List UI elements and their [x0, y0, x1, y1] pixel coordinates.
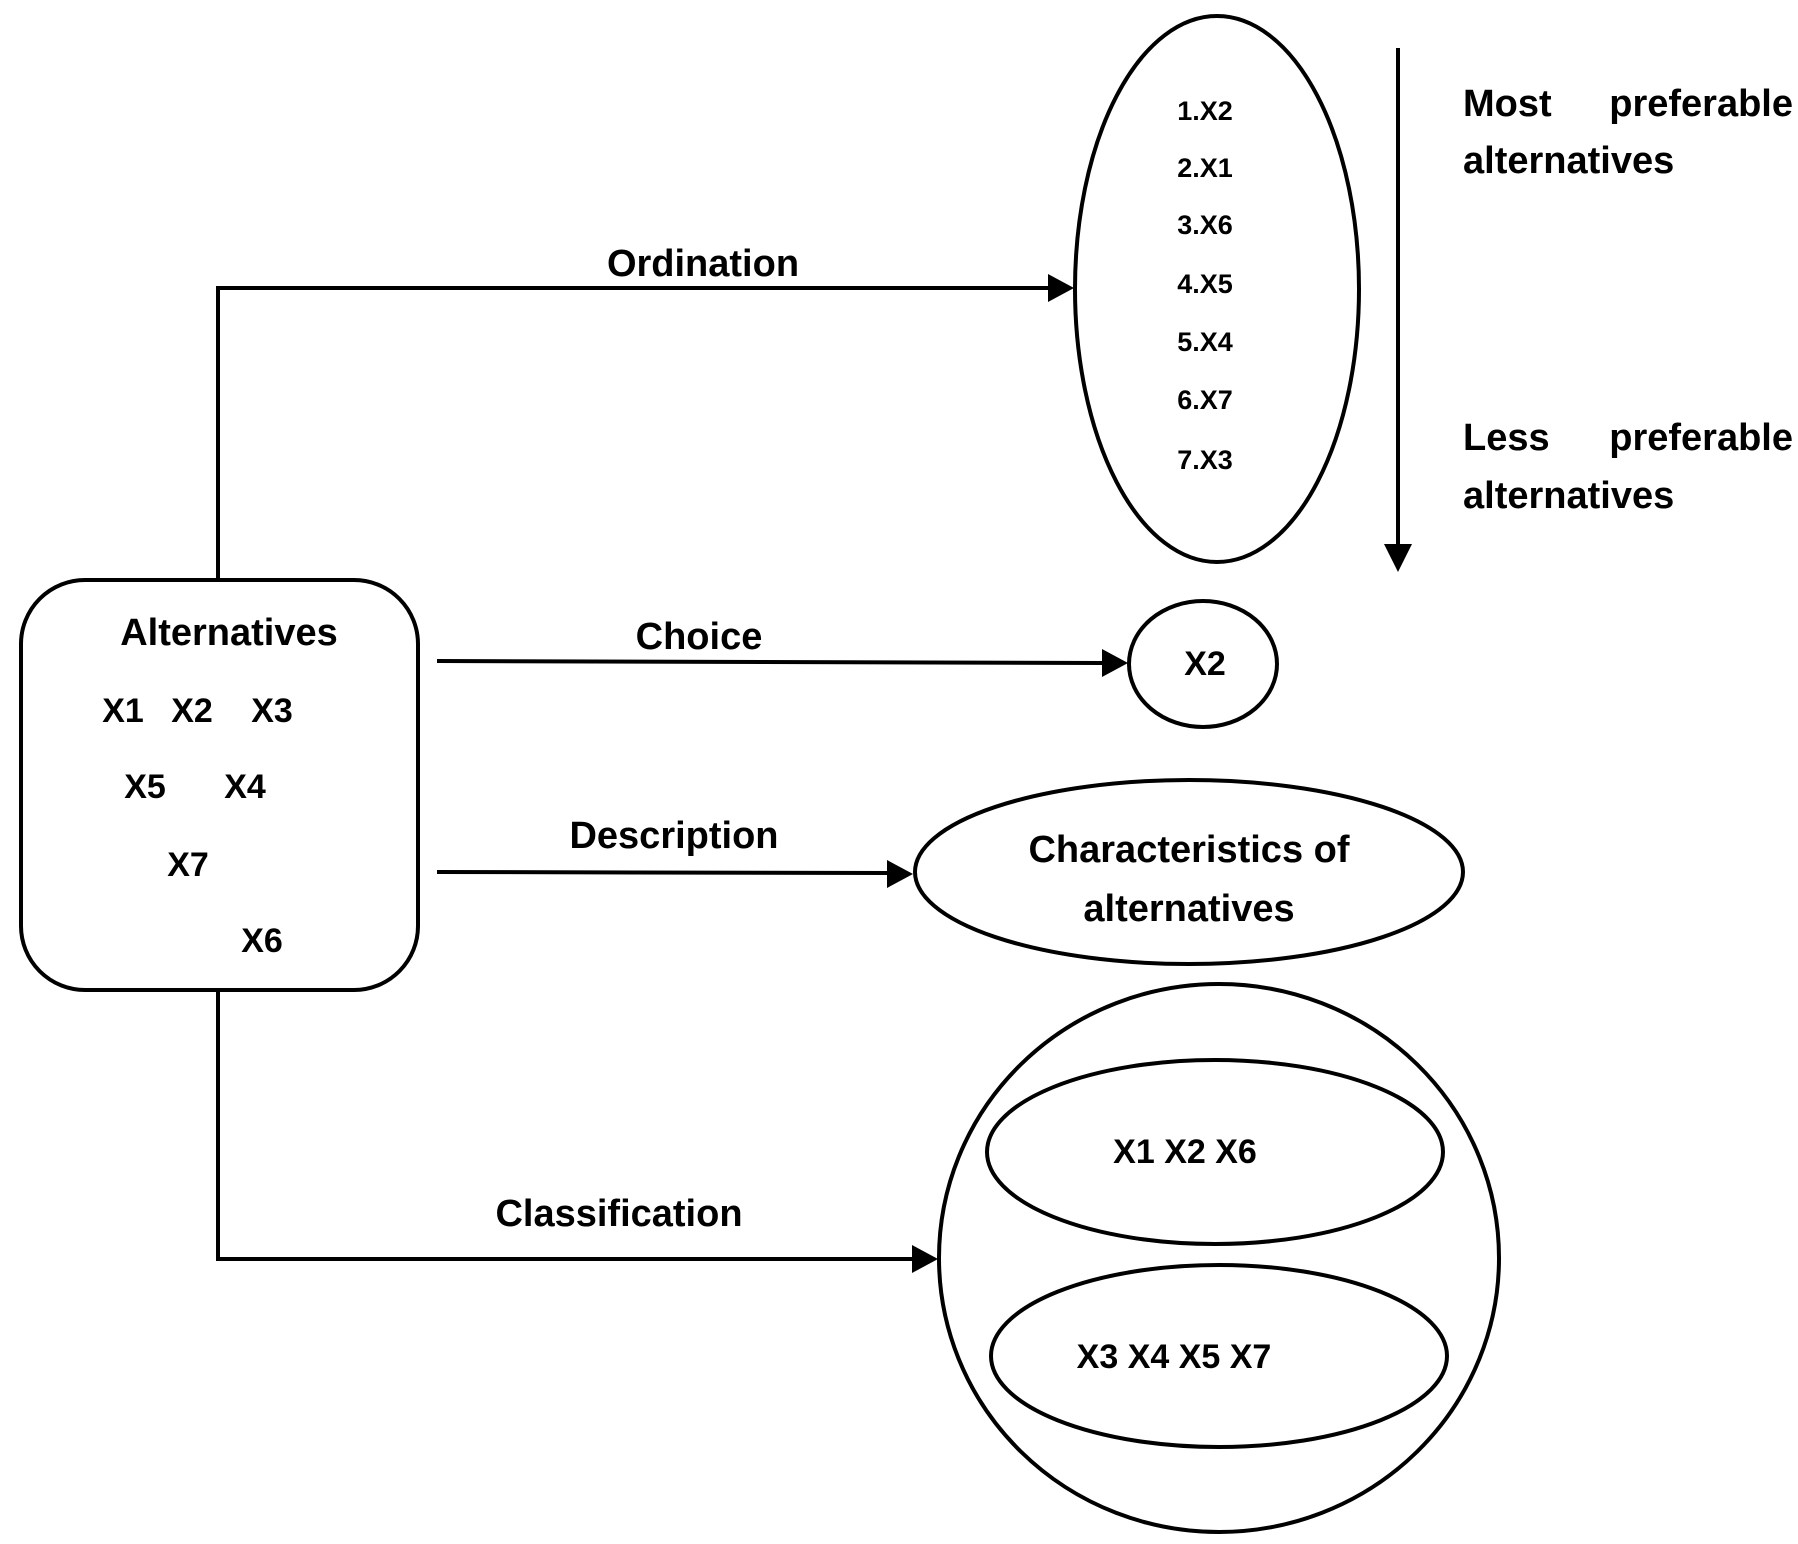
description-label: Description — [569, 815, 778, 857]
ranking-ellipse — [1073, 14, 1361, 564]
description-connector — [436, 870, 889, 875]
class-2-members: X3 X4 X5 X7 — [1077, 1338, 1272, 1376]
alternatives-title: Alternatives — [120, 612, 338, 654]
description-result-line1: Characteristics of — [1028, 829, 1349, 871]
classification-branch: Classification X1 X2 X6 X3 X4 X5 X7 — [216, 982, 1501, 1534]
class-2-ellipse — [989, 1263, 1449, 1449]
choice-branch: Choice X2 — [436, 599, 1279, 729]
alternative-item: X1 — [102, 692, 144, 730]
ranking-item: 3.X6 — [1177, 210, 1233, 240]
class-1-members: X1 X2 X6 — [1113, 1133, 1257, 1171]
alternative-item: X4 — [224, 768, 266, 806]
ordination-label: Ordination — [607, 243, 799, 285]
most-preferable-word1: Most — [1463, 83, 1552, 125]
alternative-item: X2 — [171, 692, 213, 730]
preference-order-arrowhead — [1384, 544, 1412, 572]
description-result-line2: alternatives — [1083, 888, 1294, 930]
ranking-item: 4.X5 — [1177, 269, 1233, 299]
less-preferable-word2: preferable — [1609, 417, 1793, 459]
most-preferable-word3: alternatives — [1463, 140, 1674, 182]
alternative-item: X7 — [167, 846, 209, 884]
alternatives-box: Alternatives X1 X2 X3 X5 X4 X7 X6 — [19, 578, 420, 992]
alternative-item: X3 — [251, 692, 293, 730]
classification-label: Classification — [495, 1193, 742, 1235]
description-arrowhead — [887, 860, 913, 888]
choice-result: X2 — [1184, 645, 1226, 683]
most-preferable-word2: preferable — [1609, 83, 1793, 125]
choice-result-ellipse — [1127, 599, 1279, 729]
choice-label: Choice — [636, 616, 763, 658]
ranking-item: 1.X2 — [1177, 96, 1233, 126]
ranking-item: 7.X3 — [1177, 445, 1233, 475]
ranking-item: 5.X4 — [1177, 327, 1233, 357]
description-result-ellipse — [913, 778, 1465, 966]
alternative-item: X5 — [124, 768, 166, 806]
choice-connector — [436, 659, 1103, 665]
ordination-arrowhead — [1048, 274, 1074, 302]
alternative-item: X6 — [241, 922, 283, 960]
classification-arrowhead — [912, 1245, 938, 1273]
ordination-branch: Ordination 1.X2 2.X1 3.X6 4.X5 5.X4 6.X7… — [216, 14, 1793, 580]
description-branch: Description Characteristics of alternati… — [436, 778, 1465, 966]
ranking-item: 2.X1 — [1177, 153, 1233, 183]
ordination-connector — [216, 286, 1050, 580]
class-1-ellipse — [985, 1058, 1445, 1246]
ranking-item: 6.X7 — [1177, 385, 1233, 415]
classification-connector — [216, 990, 912, 1261]
less-preferable-word3: alternatives — [1463, 475, 1674, 517]
less-preferable-word1: Less — [1463, 417, 1550, 459]
classification-outer-ellipse — [937, 982, 1501, 1534]
choice-arrowhead — [1102, 649, 1128, 677]
